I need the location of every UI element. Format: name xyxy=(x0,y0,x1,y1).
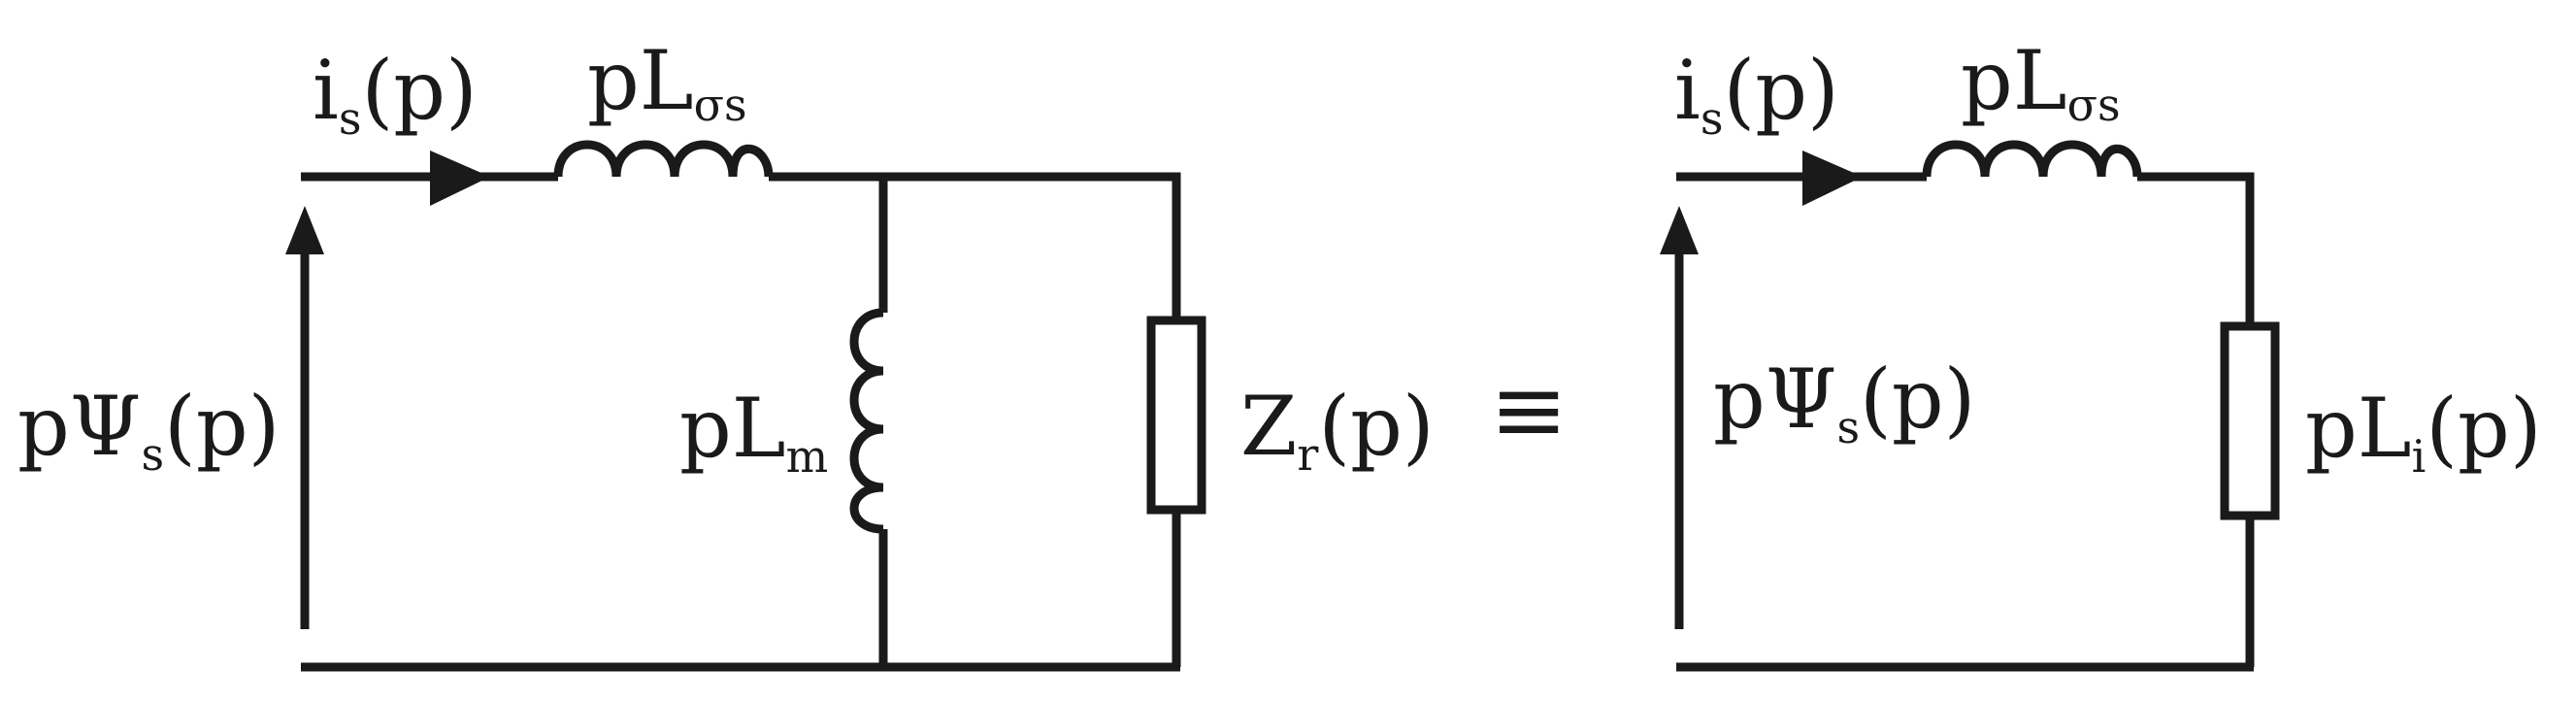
left-shunt-inductor-coil xyxy=(849,308,884,534)
left-voltage-label: pΨs(p) xyxy=(17,379,280,481)
left-series-inductor-label: pLσs xyxy=(587,33,747,131)
left-current-arrow-icon xyxy=(430,150,490,206)
left-impedance-box xyxy=(1146,316,1206,515)
right-current-arrow-icon xyxy=(1802,150,1863,206)
right-top-wire-output xyxy=(2137,172,2255,326)
left-series-inductor-coil xyxy=(553,140,774,178)
left-top-wire-output xyxy=(769,172,1181,320)
left-current-label: is(p) xyxy=(313,43,478,145)
right-series-inductor-coil xyxy=(1922,140,2142,178)
left-shunt-inductor-label: pLm xyxy=(679,381,828,483)
equivalence-symbol: ≡ xyxy=(1490,355,1568,464)
left-circuit: is(p) pLσs pΨs(p) pLm Zr(p) xyxy=(17,33,1435,672)
left-impedance-label: Zr(p) xyxy=(1240,379,1435,481)
right-impedance-label: pLi(p) xyxy=(2305,381,2542,483)
right-voltage-arrow-icon xyxy=(1660,206,1699,254)
left-voltage-arrow-icon xyxy=(285,206,324,254)
right-voltage-label: pΨs(p) xyxy=(1713,351,1975,453)
right-current-label: is(p) xyxy=(1674,43,1839,145)
right-circuit: is(p) pLσs pΨs(p) pLi(p) xyxy=(1660,33,2542,672)
right-series-inductor-label: pLσs xyxy=(1961,33,2121,131)
right-impedance-box xyxy=(2220,321,2280,520)
